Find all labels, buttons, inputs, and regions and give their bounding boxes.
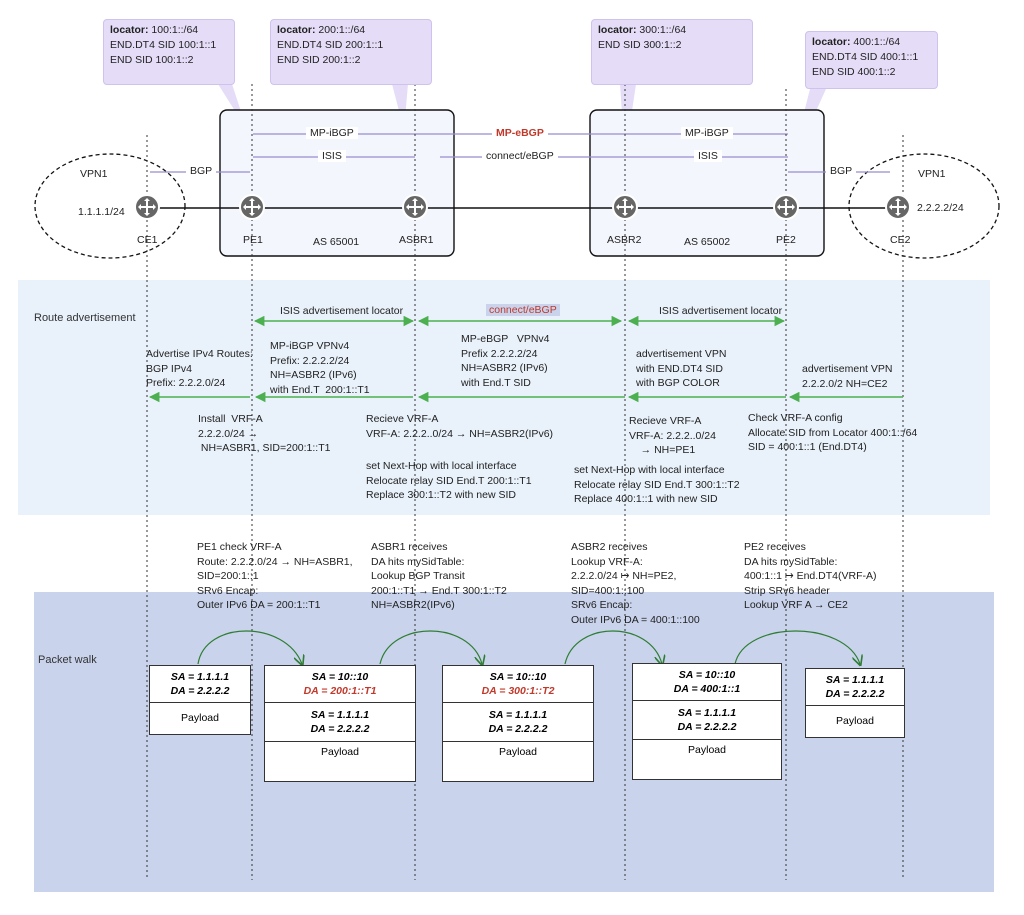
as-65002-label: AS 65002 bbox=[684, 236, 731, 248]
packet-da: DA = 2.2.2.2 bbox=[488, 723, 548, 735]
packet-ce2: SA = 1.1.1.1 DA = 2.2.2.2 Payload bbox=[805, 668, 905, 738]
packet-asbr2-pe2: SA = 10::10 DA = 400:1::1 SA = 1.1.1.1 D… bbox=[632, 663, 782, 780]
packet-da: DA = 2.2.2.2 bbox=[170, 685, 230, 697]
mp-ibgp-left-label: MP-iBGP bbox=[306, 127, 358, 139]
packet-outer-sa: SA = 10::10 bbox=[311, 671, 369, 683]
walk-arrow-1 bbox=[197, 630, 302, 664]
ce2-prefix-label: 2.2.2.2/24 bbox=[917, 202, 964, 214]
text-asbr2-set-next-hop: set Next-Hop with local interface Reloca… bbox=[574, 464, 740, 505]
callout-value: 400:1::/64 bbox=[850, 36, 901, 48]
walk-arrow-4 bbox=[734, 630, 860, 664]
mp-ebgp-label: MP-eBGP bbox=[492, 127, 548, 139]
callout-line: END SID 200:1::2 bbox=[277, 54, 361, 66]
packet-payload: Payload bbox=[499, 746, 537, 758]
as-65002-box bbox=[589, 109, 825, 257]
route-advertisement-label: Route advertisement bbox=[34, 312, 136, 324]
packet-outer-sa: SA = 10::10 bbox=[678, 669, 736, 681]
router-pe1-icon bbox=[239, 194, 265, 220]
callout-line: END.DT4 SID 200:1::1 bbox=[277, 39, 384, 51]
callout-line: END.DT4 SID 400:1::1 bbox=[812, 51, 919, 63]
bgp-right-label: BGP bbox=[826, 165, 857, 177]
packet-payload: Payload bbox=[181, 712, 219, 724]
packet-walk-label: Packet walk bbox=[38, 654, 97, 666]
router-ce2-icon bbox=[885, 194, 911, 220]
text-pe2-advertisement: advertisement VPN 2.2.2.0/2 NH=CE2 bbox=[802, 363, 893, 390]
callout-pe1-locator: locator: 100:1::/64 END.DT4 SID 100:1::1… bbox=[103, 19, 235, 85]
router-ce1-icon bbox=[134, 194, 160, 220]
node-pe2-label: PE2 bbox=[776, 234, 796, 246]
callout-line: END.DT4 SID 100:1::1 bbox=[110, 39, 217, 51]
walk-note-asbr1: ASBR1 receives DA hits mySidTable: Looku… bbox=[371, 541, 507, 611]
text-advertise-ipv4: Advertise IPv4 Routes: BGP IPv4 Prefix: … bbox=[146, 348, 253, 389]
vertical-guides bbox=[146, 84, 904, 880]
packet-sa: SA = 1.1.1.1 bbox=[825, 674, 885, 686]
bgp-left-label: BGP bbox=[186, 165, 217, 177]
callout-value: 300:1::/64 bbox=[636, 24, 687, 36]
text-pe2-check-vrf: Check VRF-A config Allocate SID from Loc… bbox=[748, 412, 918, 453]
callout-asbr2-locator: locator: 300:1::/64 END SID 300:1::2 bbox=[591, 19, 753, 85]
packet-da: DA = 2.2.2.2 bbox=[677, 721, 737, 733]
node-asbr1-label: ASBR1 bbox=[399, 234, 434, 246]
connect-ebgp-label: connect/eBGP bbox=[482, 150, 558, 162]
packet-pe1-asbr1: SA = 10::10 DA = 200:1::T1 SA = 1.1.1.1 … bbox=[264, 665, 416, 782]
packet-payload: Payload bbox=[836, 715, 874, 727]
vpn1-left-label: VPN1 bbox=[80, 168, 108, 180]
mp-ibgp-right-label: MP-iBGP bbox=[681, 127, 733, 139]
callout-line: END SID 100:1::2 bbox=[110, 54, 194, 66]
packet-sa: SA = 1.1.1.1 bbox=[677, 707, 737, 719]
node-pe1-label: PE1 bbox=[243, 234, 263, 246]
callout-key: locator: bbox=[110, 24, 149, 36]
packet-da: DA = 2.2.2.2 bbox=[310, 723, 370, 735]
node-ce1-label: CE1 bbox=[137, 234, 158, 246]
node-asbr2-label: ASBR2 bbox=[607, 234, 642, 246]
packet-outer-da: DA = 300:1::T2 bbox=[481, 685, 555, 697]
packet-outer-da: DA = 200:1::T1 bbox=[303, 685, 377, 697]
callout-key: locator: bbox=[277, 24, 316, 36]
walk-arrow-2 bbox=[379, 630, 482, 664]
vpn1-right-label: VPN1 bbox=[918, 168, 946, 180]
walk-note-pe2: PE2 receives DA hits mySidTable: 400:1::… bbox=[744, 541, 877, 611]
callout-key: locator: bbox=[812, 36, 851, 48]
callout-value: 100:1::/64 bbox=[148, 24, 199, 36]
packet-outer-sa: SA = 10::10 bbox=[489, 671, 547, 683]
connect-ebgp-adv-label: connect/eBGP bbox=[486, 304, 560, 316]
router-asbr2-icon bbox=[612, 194, 638, 220]
callout-line: END SID 300:1::2 bbox=[598, 39, 682, 51]
node-ce2-label: CE2 bbox=[890, 234, 911, 246]
router-asbr1-icon bbox=[402, 194, 428, 220]
text-asbr2-receive: Recieve VRF-A VRF-A: 2.2.2..0/24 → NH=PE… bbox=[629, 415, 716, 456]
callout-line: END SID 400:1::2 bbox=[812, 66, 896, 78]
callout-pe2-locator: locator: 400:1::/64 END.DT4 SID 400:1::1… bbox=[805, 31, 938, 89]
text-install-vrf: Install VRF-A 2.2.2.0/24 → NH=ASBR1, SID… bbox=[198, 413, 331, 454]
packet-sa: SA = 1.1.1.1 bbox=[170, 671, 230, 683]
packet-ce1: SA = 1.1.1.1 DA = 2.2.2.2 Payload bbox=[149, 665, 251, 735]
as-65001-label: AS 65001 bbox=[313, 236, 360, 248]
isis-left-label: ISIS bbox=[318, 150, 346, 162]
isis-adv-left-label: ISIS advertisement locator bbox=[280, 305, 404, 317]
callout-asbr1-locator: locator: 200:1::/64 END.DT4 SID 200:1::1… bbox=[270, 19, 432, 85]
packet-sa: SA = 1.1.1.1 bbox=[488, 709, 548, 721]
callout-value: 200:1::/64 bbox=[315, 24, 366, 36]
walk-note-asbr2: ASBR2 receives Lookup VRF-A: 2.2.2.0/24 … bbox=[571, 541, 700, 626]
walk-arrow-3 bbox=[564, 630, 662, 664]
packet-outer-da: DA = 400:1::1 bbox=[673, 683, 741, 695]
packet-da: DA = 2.2.2.2 bbox=[825, 688, 885, 700]
packet-asbr1-asbr2: SA = 10::10 DA = 300:1::T2 SA = 1.1.1.1 … bbox=[442, 665, 594, 782]
packet-payload: Payload bbox=[688, 744, 726, 756]
ce1-prefix-label: 1.1.1.1/24 bbox=[78, 206, 125, 218]
text-asbr1-set-next-hop: set Next-Hop with local interface Reloca… bbox=[366, 460, 532, 501]
packet-sa: SA = 1.1.1.1 bbox=[310, 709, 370, 721]
as-65001-box bbox=[219, 109, 455, 257]
callout-key: locator: bbox=[598, 24, 637, 36]
isis-right-label: ISIS bbox=[694, 150, 722, 162]
vpn1-right-ellipse bbox=[848, 153, 1000, 259]
walk-note-pe1: PE1 check VRF-A Route: 2.2.2.0/24 → NH=A… bbox=[197, 541, 353, 611]
packet-payload: Payload bbox=[321, 746, 359, 758]
router-pe2-icon bbox=[773, 194, 799, 220]
isis-adv-right-label: ISIS advertisement locator bbox=[659, 305, 783, 317]
text-mp-ebgp-vpnv4: MP-eBGP VPNv4 Prefix 2.2.2.2/24 NH=ASBR2… bbox=[461, 333, 550, 389]
text-mp-ibgp-vpnv4: MP-iBGP VPNv4 Prefix: 2.2.2.2/24 NH=ASBR… bbox=[270, 340, 370, 396]
text-asbr2-advertisement: advertisement VPN with END.DT4 SID with … bbox=[636, 348, 727, 389]
text-asbr1-receive: Recieve VRF-A VRF-A: 2.2.2..0/24 → NH=AS… bbox=[366, 413, 554, 440]
